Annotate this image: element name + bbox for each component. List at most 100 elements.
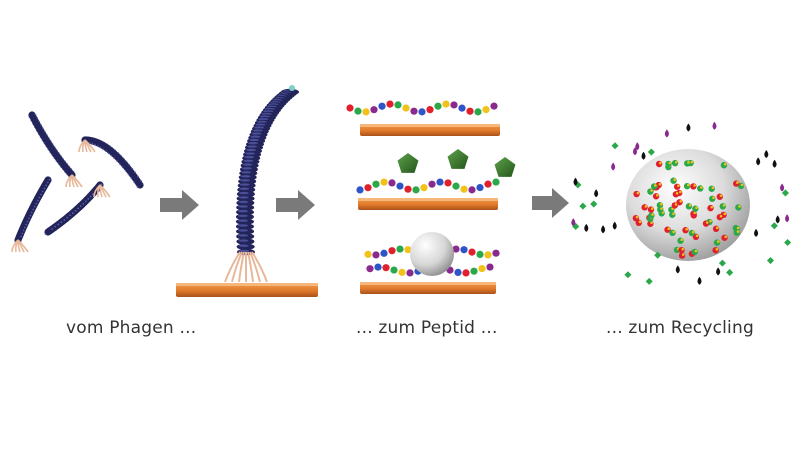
droplet-icon <box>611 142 619 150</box>
droplet-icon <box>654 251 662 259</box>
peptide-marker <box>719 203 726 210</box>
peptide-marker <box>650 183 658 190</box>
droplet-icon <box>770 222 778 230</box>
peptide-marker <box>671 202 678 209</box>
peptide-marker <box>721 234 728 241</box>
peptide-marker <box>672 191 680 198</box>
peptide-marker <box>633 190 640 198</box>
droplet-icon <box>780 183 785 192</box>
peptide-marker <box>708 185 715 192</box>
phage-icon <box>11 176 52 253</box>
droplet-icon <box>764 150 769 159</box>
droplet-icon <box>781 189 789 197</box>
caption-phage: vom Phagen ... <box>66 318 197 338</box>
peptide-marker <box>684 160 691 167</box>
peptide-marker <box>688 229 696 237</box>
pentagon-target-icon <box>447 149 469 169</box>
peptide-marker <box>716 213 724 221</box>
droplet-icon <box>675 265 680 274</box>
surface-icon <box>358 198 498 210</box>
droplet-icon <box>784 238 792 247</box>
phage-icon <box>44 181 111 236</box>
peptide-marker <box>692 205 699 212</box>
peptide-marker <box>702 220 710 227</box>
phage-icon <box>28 111 83 188</box>
peptide-marker <box>632 214 640 222</box>
droplet-icon <box>611 162 616 171</box>
peptide-marker <box>735 204 742 211</box>
sphere-particle-icon <box>410 232 454 276</box>
peptide-marker <box>707 204 714 212</box>
peptide-marker <box>678 252 686 259</box>
droplet-icon <box>775 215 780 224</box>
droplet-icon <box>726 268 734 276</box>
peptide-marker <box>716 193 723 200</box>
droplet-icon <box>584 223 589 232</box>
peptide-marker <box>685 203 693 210</box>
peptide-marker <box>677 237 684 244</box>
bound-phage-group <box>224 85 299 283</box>
droplet-icon <box>712 121 717 130</box>
peptide-marker <box>678 246 685 254</box>
peptide-marker <box>673 183 681 190</box>
peptide-marker <box>647 206 655 213</box>
arrow-right-icon <box>532 188 569 218</box>
pentagon-target-icon <box>494 157 516 177</box>
peptide-marker <box>733 229 741 236</box>
peptide-marker <box>671 159 679 167</box>
droplet-icon <box>718 259 726 267</box>
droplet-icon <box>647 148 655 156</box>
free-phages-group <box>11 111 144 253</box>
droplet-icon <box>632 147 637 156</box>
peptide-marker <box>657 206 664 213</box>
peptide-marker <box>720 162 728 169</box>
droplet-icon <box>624 271 632 279</box>
surface-icon <box>360 124 500 136</box>
pentagon-target-icon <box>397 153 419 173</box>
droplet-icon <box>697 276 702 285</box>
arrow-right-icon <box>160 190 199 220</box>
peptide-marker <box>683 182 691 190</box>
surface-icon <box>176 283 318 297</box>
droplet-icon <box>766 256 775 265</box>
surface-icon <box>360 282 496 294</box>
phage-icon <box>78 136 144 189</box>
droplet-icon <box>785 214 790 223</box>
peptide-marker <box>669 229 676 237</box>
peptide-surfaces-group <box>346 100 516 294</box>
peptide-marker <box>733 180 740 187</box>
droplet-icon <box>664 129 669 138</box>
peptide-marker <box>690 183 697 190</box>
peptide-marker <box>641 204 648 211</box>
droplet-icon <box>686 123 691 132</box>
peptide-marker <box>682 227 689 234</box>
peptide-marker <box>652 193 660 200</box>
droplet-icon <box>754 228 759 237</box>
droplet-icon <box>645 277 653 285</box>
phage-icon <box>224 85 299 283</box>
peptide-marker <box>709 195 716 202</box>
caption-peptide: ... zum Peptid ... <box>356 318 498 338</box>
droplet-icon <box>716 267 721 276</box>
peptide-marker <box>648 212 655 219</box>
peptide-chain-icon <box>356 178 500 194</box>
droplet-icon <box>772 159 777 168</box>
peptide-marker <box>712 247 719 254</box>
peptide-marker <box>669 211 676 218</box>
droplet-icon <box>571 218 576 227</box>
droplet-icon <box>756 157 761 166</box>
droplet-icon <box>594 189 599 198</box>
droplet-icon <box>590 200 598 208</box>
peptide-marker <box>665 160 672 168</box>
droplet-icon <box>579 202 587 210</box>
peptide-chain-icon <box>346 100 498 116</box>
peptide-marker <box>691 248 698 256</box>
arrow-right-icon <box>276 190 315 220</box>
droplet-icon <box>635 142 640 151</box>
recycling-particle-group <box>571 121 792 285</box>
droplet-icon <box>641 151 646 160</box>
droplet-icon <box>612 221 617 230</box>
peptide-marker <box>670 177 677 184</box>
peptide-marker <box>712 225 720 233</box>
